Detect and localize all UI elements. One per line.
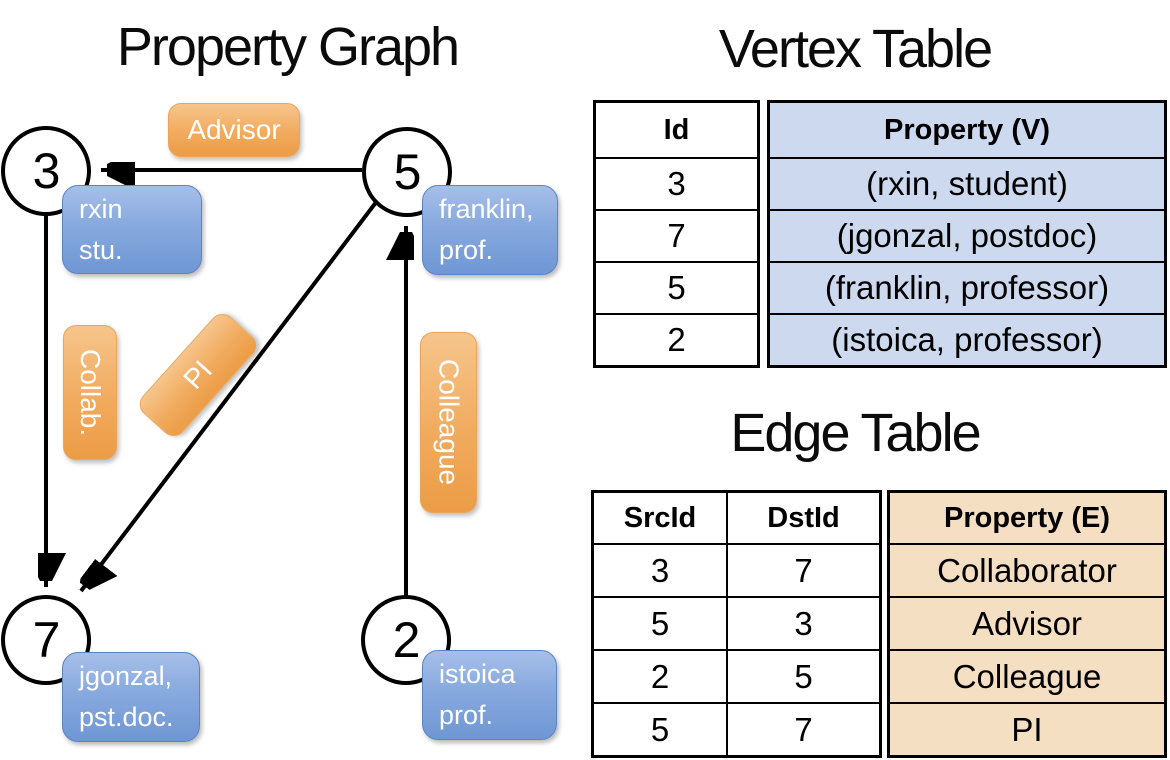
table-cell: 3 [593,157,760,211]
table-cell: PI [887,702,1167,758]
edge-table-property-column: Property (E) Collaborator Advisor Collea… [887,490,1167,758]
table-cell: 2 [593,313,760,368]
table-cell: 2 [591,649,728,704]
property-line: prof. [439,235,494,265]
vertex-node-2: 2 [361,595,451,685]
edge-label-text: PI [177,354,219,395]
edge-label-text: Colleague [433,359,465,486]
vertex-id-label: 5 [393,144,422,200]
vertex-property-box-5: franklin, prof. [422,185,558,275]
property-graph-title: Property Graph [116,17,460,77]
vertex-table-id-column: Id 3 7 5 2 [593,100,760,368]
edge-table-id-columns: SrcId DstId 3 7 5 3 2 5 5 7 [591,490,882,758]
vertex-id-label: 3 [32,143,61,199]
table-cell: 3 [726,596,882,651]
edge-label-text: Advisor [187,114,281,145]
edge-table-header-property: Property (E) [887,490,1167,545]
edge-label-colleague: Colleague [420,332,477,513]
vertex-id-label: 2 [392,612,421,668]
edge-table-title: Edge Table [730,403,981,463]
property-line: pst.doc. [79,702,174,732]
vertex-table-header-property: Property (V) [767,100,1167,159]
edge-table-header-srcid: SrcId [591,490,728,545]
table-cell: 5 [593,261,760,315]
property-line: istoica [439,659,516,689]
graph-edges-canvas [0,0,585,596]
table-cell: 7 [593,209,760,263]
table-cell: 7 [726,702,882,758]
property-line: stu. [79,235,123,265]
property-line: franklin, [439,194,534,224]
vertex-table-header-id: Id [593,100,760,159]
table-cell: 3 [591,543,728,598]
table-cell: (jgonzal, postdoc) [767,209,1167,263]
table-cell: 5 [726,649,882,704]
vertex-property-box-3: rxin stu. [62,185,202,274]
table-cell: (franklin, professor) [767,261,1167,315]
vertex-property-box-7: jgonzal, pst.doc. [62,652,200,742]
vertex-node-5: 5 [362,127,452,217]
edge-pi-arrow [81,199,379,591]
vertex-table-property-column: Property (V) (rxin, student) (jgonzal, p… [767,100,1167,368]
property-line: prof. [439,700,494,730]
edge-table-header-dstid: DstId [726,490,882,545]
table-cell: 5 [591,596,728,651]
edge-label-text: Collab. [75,348,106,437]
edge-label-collab: Collab. [63,325,117,460]
table-cell: 7 [726,543,882,598]
table-cell: Collaborator [887,543,1167,598]
property-line: jgonzal, [79,661,173,691]
table-cell: (istoica, professor) [767,313,1167,368]
table-cell: Colleague [887,649,1167,704]
property-line: rxin [79,194,123,224]
vertex-id-label: 7 [32,612,61,668]
table-cell: Advisor [887,596,1167,651]
vertex-table-title: Vertex Table [718,19,993,79]
vertex-property-box-2: istoica prof. [422,650,557,740]
edge-label-advisor: Advisor [168,103,300,157]
table-cell: 5 [591,702,728,758]
table-cell: (rxin, student) [767,157,1167,211]
